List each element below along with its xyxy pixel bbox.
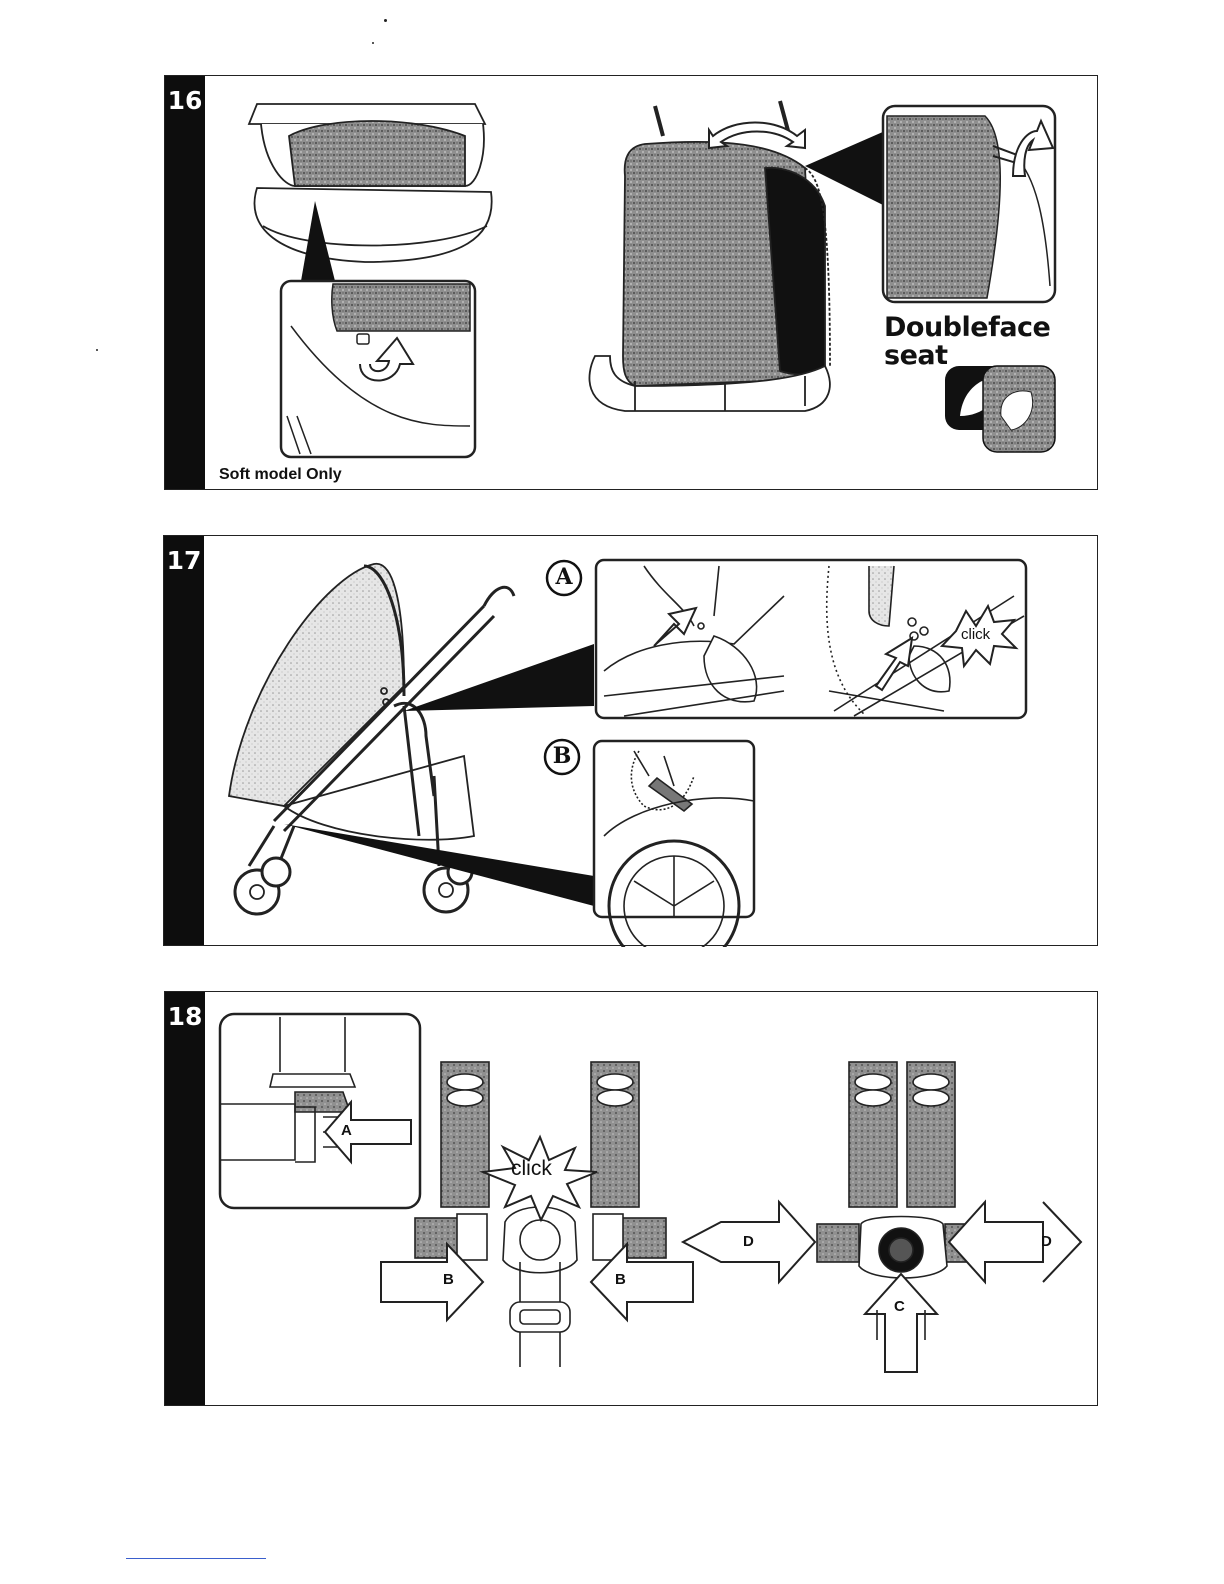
arrow-label-D-right: D — [1041, 1233, 1052, 1250]
doubleface-seat — [589, 101, 830, 411]
step-17-illustration — [164, 536, 1099, 947]
doubleface-label-line1: Doubleface — [884, 314, 1050, 342]
zipper-detail-box — [281, 281, 475, 457]
doubleface-label: Doubleface seat — [884, 314, 1050, 370]
detail-B-box — [594, 741, 754, 947]
scan-speck — [96, 349, 98, 351]
click-label-18: click — [511, 1157, 552, 1181]
click-label-17: click — [961, 626, 990, 643]
footer-rule — [126, 1558, 266, 1559]
step-18-panel: 18 — [164, 991, 1098, 1406]
step-16-illustration — [165, 76, 1099, 491]
step-17-panel: 17 — [163, 535, 1098, 946]
harness-buckle-closing — [381, 1062, 693, 1367]
step-18-illustration — [165, 992, 1099, 1407]
soft-model-caption: Soft model Only — [219, 466, 342, 484]
callout-B-label: B — [545, 743, 579, 769]
arrow-label-B-right: B — [615, 1271, 626, 1288]
scan-speck — [372, 42, 374, 44]
buckle-detail-box — [220, 1014, 420, 1208]
fabric-reverse-detail — [883, 106, 1055, 302]
doubleface-label-line2: seat — [884, 342, 1050, 370]
harness-buckle-release — [683, 1062, 1081, 1372]
arrow-label-D-left: D — [743, 1233, 754, 1250]
arrow-label-A: A — [341, 1122, 352, 1139]
step-16-panel: 16 — [164, 75, 1098, 490]
callout-A-label: A — [547, 564, 581, 590]
arrow-label-C: C — [894, 1298, 905, 1315]
seat-top-view — [249, 104, 492, 262]
arrow-label-B-left: B — [443, 1271, 454, 1288]
leaf-icon — [945, 366, 1055, 452]
scan-speck — [384, 19, 387, 22]
